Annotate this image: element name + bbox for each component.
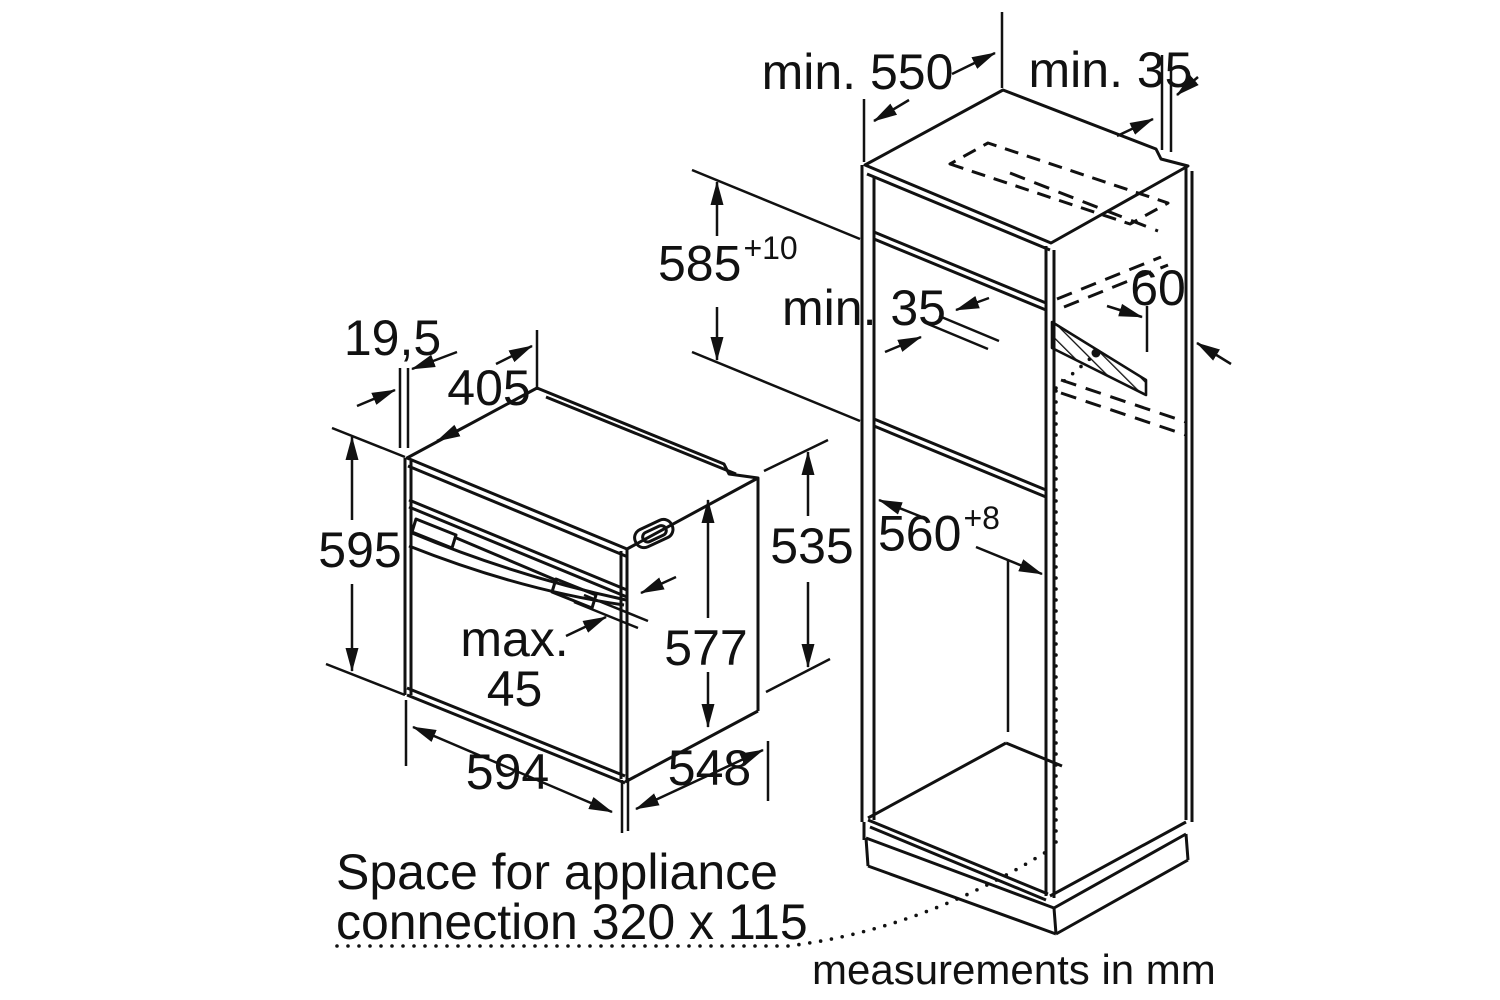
niche-width-value: 560 <box>878 505 962 562</box>
label-vent-width: 60 <box>1130 260 1186 316</box>
side-panel-pointer-arrow <box>1196 341 1232 366</box>
label-cabinet-top-depth: min. 550 <box>761 44 954 100</box>
dim-niche-height-585 <box>691 168 861 423</box>
dim-top-depth-405 <box>436 330 539 443</box>
dim-fascia-offset-19-5 <box>356 350 458 448</box>
connection-point-dot <box>1091 348 1101 358</box>
vent-cutout-hatch <box>1050 320 1148 397</box>
cabinet-floor <box>867 741 1063 902</box>
dim-shelf-rear-gap-35 <box>884 296 1000 354</box>
label-top-depth: 405 <box>447 360 531 416</box>
label-inner-height: 577 <box>664 620 748 676</box>
dim-oven-depth-548 <box>635 741 770 811</box>
label-door-max: max. 45 <box>452 614 577 714</box>
label-oven-width: 594 <box>465 744 550 800</box>
dim-oven-width-594 <box>404 700 630 833</box>
label-rear-gap-top: min. 35 <box>1028 42 1193 98</box>
dim-vent-width-60 <box>1106 303 1149 352</box>
connection-route-dots <box>335 355 1094 948</box>
dim-oven-height-595 <box>325 426 406 697</box>
niche-height-value: 585 <box>658 235 742 292</box>
label-body-height: 535 <box>770 518 854 574</box>
dim-niche-width-560 <box>878 498 1043 732</box>
dim-body-height-535 <box>763 438 831 694</box>
label-oven-height: 595 <box>318 522 402 578</box>
cabinet-hidden-edges <box>948 141 1187 437</box>
dim-cabinet-top-depth-550 <box>862 12 1004 162</box>
niche-width-tolerance: +8 <box>963 500 1000 536</box>
label-oven-depth: 548 <box>667 740 752 796</box>
niche-height-tolerance: +10 <box>743 230 798 266</box>
cabinet-plinth <box>862 820 1190 936</box>
units-note: measurements in mm <box>812 946 1216 993</box>
dim-door-max-45 <box>565 575 677 638</box>
door-max-word: max. <box>460 611 569 667</box>
oven-drawing <box>403 386 760 785</box>
cabinet-drawing <box>860 88 1194 936</box>
dim-rear-gap-35-top <box>1116 55 1199 152</box>
label-niche-height: 585+10 <box>658 231 798 292</box>
oven-body <box>403 386 760 785</box>
oven-handle <box>408 517 627 610</box>
label-shelf-rear-gap: min. 35 <box>782 280 946 336</box>
oven-grip-hole <box>633 517 675 550</box>
cabinet-body <box>860 88 1194 898</box>
label-niche-width: 560+8 <box>878 501 1000 562</box>
connection-note-line2: connection 320 x 115 <box>336 894 808 950</box>
label-fascia-offset: 19,5 <box>343 310 442 366</box>
connection-note-line1: Space for appliance <box>336 844 778 900</box>
door-max-value: 45 <box>486 661 543 717</box>
